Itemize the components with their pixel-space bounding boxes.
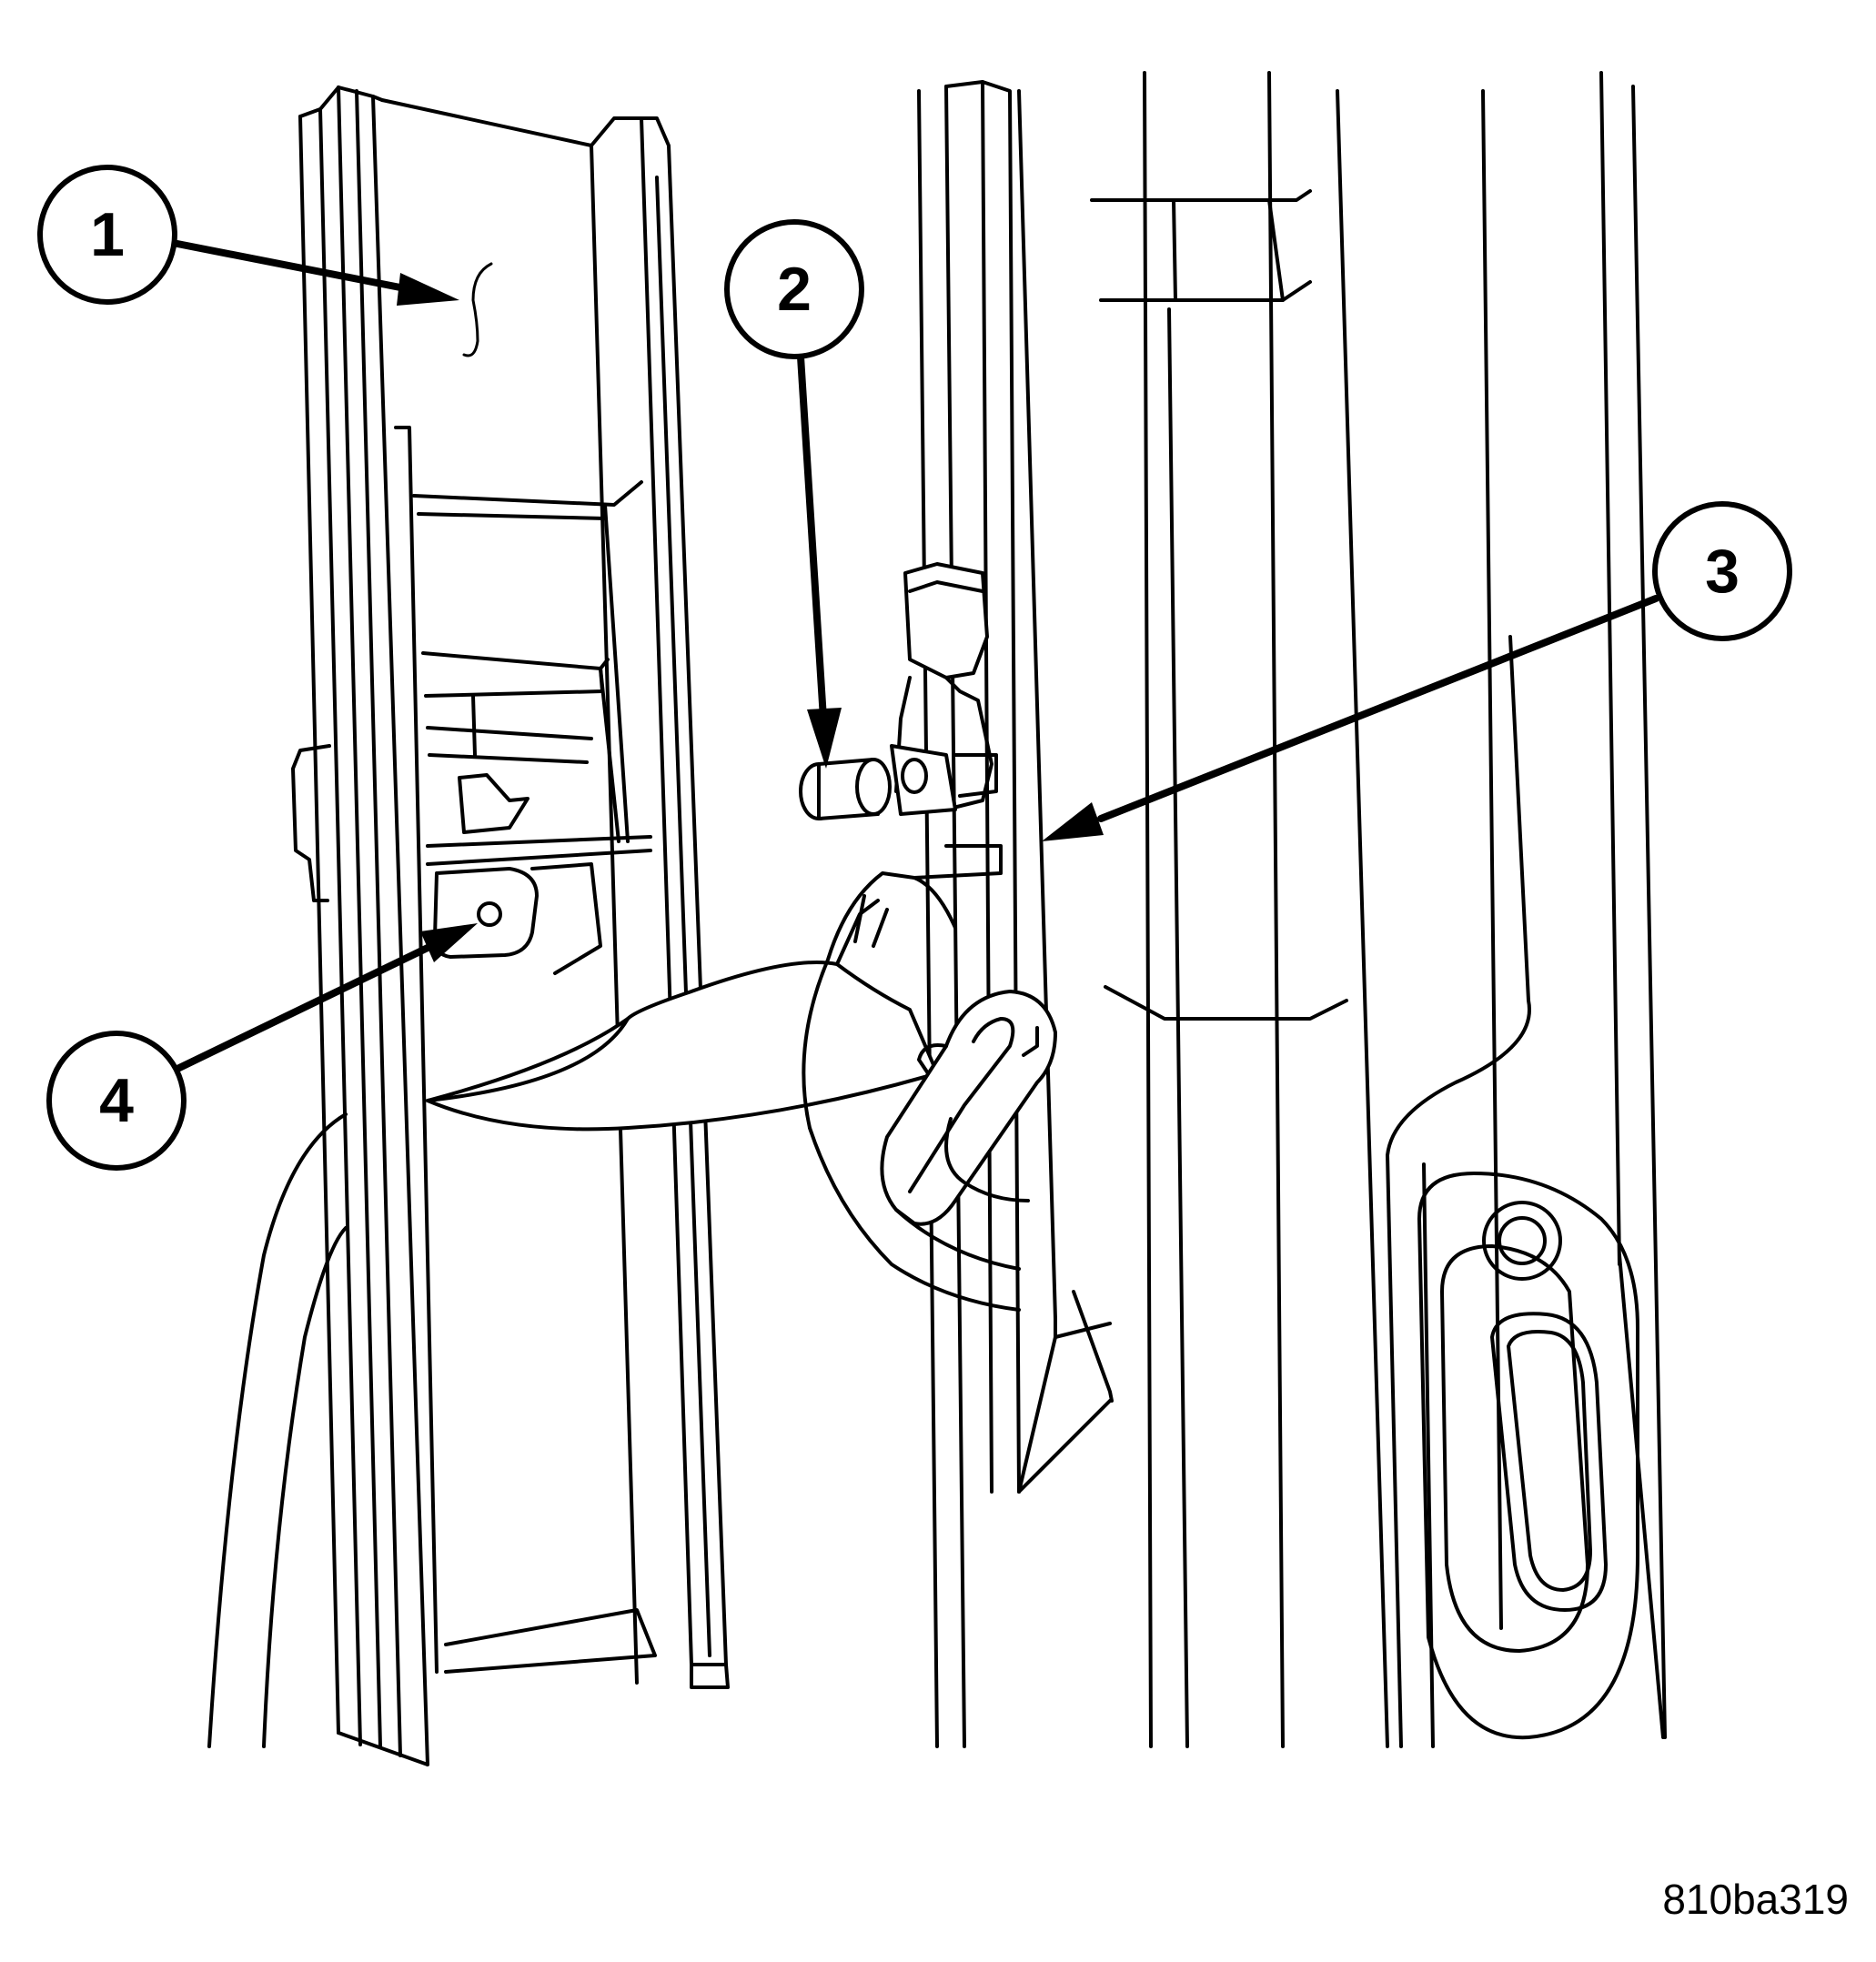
callout-2-label: 2 [777, 255, 812, 324]
callout-3-label: 3 [1705, 537, 1740, 606]
hinge-bracket [799, 562, 1003, 880]
door-trim-panel [291, 86, 730, 1766]
callout-3: 3 [1042, 501, 1792, 841]
callout-1-label: 1 [90, 200, 125, 269]
callout-1: 1 [37, 165, 459, 306]
figure-id: 810ba319 [1662, 1876, 1849, 1923]
callout-4-label: 4 [99, 1066, 134, 1135]
callout-4: 4 [46, 923, 478, 1171]
door-check-strap [207, 871, 1057, 1748]
callout-2: 2 [724, 219, 864, 769]
door-frame [917, 71, 1667, 1748]
